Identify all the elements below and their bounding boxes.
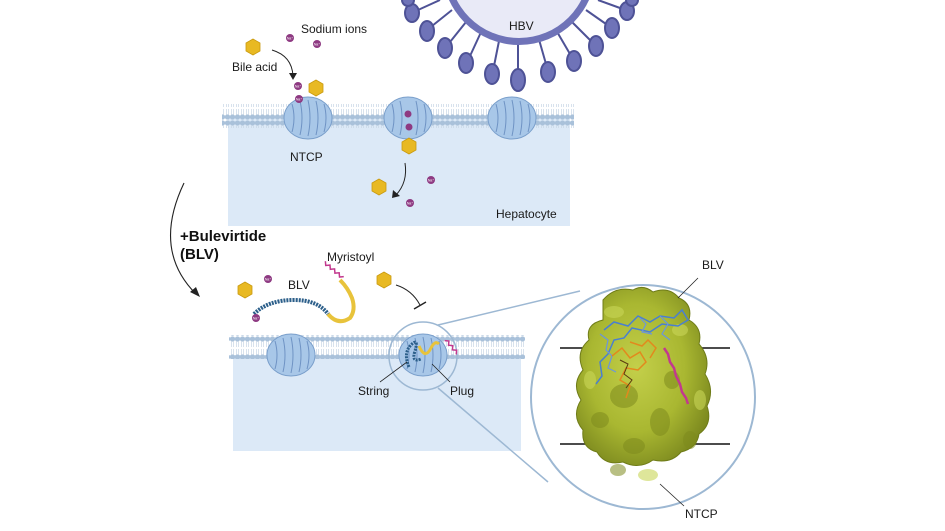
blv-zoom-pointer (677, 277, 699, 299)
label-blv-zoom: BLV (702, 258, 724, 272)
sodium-ion-symbol: Na⁺ (314, 43, 320, 47)
myristoyl-bound (444, 339, 458, 355)
blv-peptide-free-tail (326, 278, 356, 324)
sodium-ion-symbol: Na⁺ (265, 278, 271, 282)
label-bulevirtide-abbr: (BLV) (180, 246, 219, 263)
label-hbv: HBV (509, 19, 534, 33)
label-myristoyl: Myristoyl (327, 250, 375, 264)
label-ntcp-zoom: NTCP (685, 507, 718, 521)
label-bulevirtide: +Bulevirtide (180, 228, 267, 245)
bile-acid-group-top (245, 38, 417, 196)
label-sodium-ions: Sodium ions (301, 22, 368, 36)
blv-peptide-free (252, 297, 330, 316)
inhibition-line (395, 284, 421, 306)
bottom-panel (229, 261, 525, 451)
arrow-bile-in (271, 49, 294, 77)
ntcp-transporter-1 (283, 96, 333, 140)
transition-arrow-head (190, 287, 200, 297)
sodium-ion-symbol: Na⁺ (428, 179, 434, 183)
hbv-virus (401, 0, 639, 92)
sodium-ion-group-bottom (252, 275, 272, 322)
label-ntcp-top: NTCP (290, 150, 323, 164)
arrow-bile-out-head (392, 190, 400, 198)
myristoyl-structure (662, 347, 690, 405)
sodium-ion-symbol: Na⁺ (407, 202, 413, 206)
blv-structure-blue (595, 308, 690, 385)
arrow-bile-in-head (289, 73, 297, 80)
zoom-connector-top (437, 290, 581, 326)
sodium-ion-symbol: Na⁺ (253, 317, 259, 321)
ntcp-transporter-3 (487, 96, 537, 140)
blv-string-bound (404, 340, 422, 368)
transition-arrow (169, 182, 197, 295)
sodium-ion-symbol: Na⁺ (295, 85, 301, 89)
ntcp-transporter-bottom (266, 333, 316, 377)
top-panel (222, 0, 639, 226)
label-blv-peptide: BLV (288, 278, 310, 292)
bile-acid-group-bottom (237, 271, 392, 299)
sodium-ion-symbol: Na⁺ (287, 37, 293, 41)
inhibition-bar (413, 301, 427, 310)
label-hepatocyte: Hepatocyte (496, 207, 557, 221)
label-string: String (358, 384, 390, 398)
plug-pointer (431, 363, 451, 383)
blv-structure-orange (611, 338, 657, 399)
ntcp-transporter-2 (383, 96, 433, 140)
sodium-ion-group-top (286, 34, 435, 207)
blv-plug-bound (417, 341, 441, 355)
zoom-source-circle (388, 321, 458, 391)
label-bile-acid: Bile acid (232, 60, 278, 74)
myristoyl-chain-free (324, 261, 344, 278)
arrow-bile-out (395, 162, 407, 196)
string-pointer (379, 361, 408, 383)
zoom-connector-bottom (437, 387, 549, 483)
label-plug: Plug (450, 384, 475, 398)
ntcp-zoom-pointer (659, 483, 685, 507)
zoom-structure-view (530, 277, 756, 510)
sodium-ion-symbol: Na⁺ (296, 98, 302, 102)
